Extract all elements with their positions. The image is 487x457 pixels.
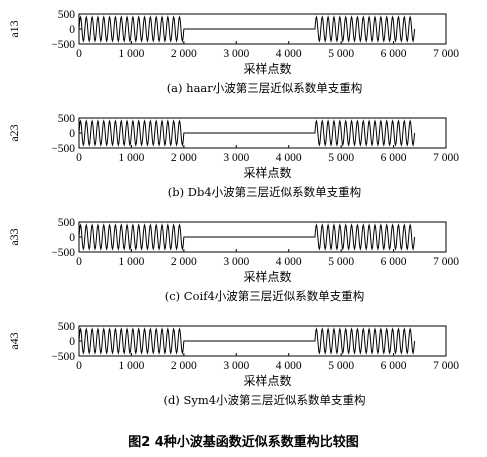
x-tick-label: 7 000 <box>433 256 459 268</box>
panel-caption: (c) Coif4小波第三层近似系数单支重构 <box>165 289 365 303</box>
x-tick-label: 4 000 <box>276 256 302 268</box>
waveform-line <box>78 119 416 147</box>
y-tick-label: −500 <box>51 143 75 155</box>
y-tick-label: −500 <box>51 247 75 259</box>
chart-panel-1: 0 1 000 2 000 3 000 4 000 5 000 6 000 7 000 500 0… <box>7 9 459 95</box>
chart-panel-3: 0 1 000 2 000 3 000 4 000 5 000 6 000 7 000 500 0… <box>7 217 459 303</box>
x-tick-label: 4 000 <box>276 48 302 60</box>
y-tick-label: −500 <box>51 351 75 363</box>
y-tick-label: 0 <box>69 24 75 36</box>
y-axis-label: a43 <box>7 332 21 349</box>
x-tick-label: 0 <box>76 48 82 60</box>
x-tick-label: 7 000 <box>433 48 459 60</box>
waveform-line <box>78 223 416 251</box>
x-axis-label: 采样点数 <box>243 269 291 284</box>
x-tick-label: 5 000 <box>328 48 354 60</box>
x-tick-label: 4 000 <box>276 152 302 164</box>
chart-panel-4: 0 1 000 2 000 3 000 4 000 5 000 6 000 7 000 500 0… <box>7 321 459 407</box>
y-tick-label: 500 <box>58 9 76 21</box>
x-tick-label: 7 000 <box>433 360 459 372</box>
x-tick-label: 5 000 <box>328 152 354 164</box>
x-tick-label: 2 000 <box>171 256 197 268</box>
x-tick-label: 0 <box>76 152 82 164</box>
x-axis-label: 采样点数 <box>243 373 291 388</box>
y-tick-label: 0 <box>69 336 75 348</box>
x-tick-label: 2 000 <box>171 360 197 372</box>
y-tick-label: 500 <box>58 217 76 229</box>
panel-caption: (a) haar小波第三层近似系数单支重构 <box>167 81 363 95</box>
x-tick-label: 5 000 <box>328 256 354 268</box>
y-tick-label: −500 <box>51 39 75 51</box>
waveform-line <box>78 15 416 43</box>
x-tick-label: 1 000 <box>118 48 144 60</box>
y-tick-label: 500 <box>58 321 76 333</box>
y-tick-label: 0 <box>69 128 75 140</box>
x-tick-label: 0 <box>76 256 82 268</box>
x-tick-label: 5 000 <box>328 360 354 372</box>
x-tick-label: 1 000 <box>118 256 144 268</box>
x-axis-label: 采样点数 <box>243 61 291 76</box>
series-waveform <box>78 15 416 43</box>
series-waveform <box>78 223 416 251</box>
panel-caption: (b) Db4小波第三层近似系数单支重构 <box>168 185 361 199</box>
x-tick-label: 3 000 <box>223 256 249 268</box>
x-tick-label: 3 000 <box>223 152 249 164</box>
x-tick-label: 3 000 <box>223 48 249 60</box>
x-tick-label: 7 000 <box>433 152 459 164</box>
series-waveform <box>78 119 416 147</box>
x-tick-label: 2 000 <box>171 152 197 164</box>
x-tick-label: 6 000 <box>381 360 407 372</box>
series-waveform <box>78 327 416 355</box>
x-tick-label: 0 <box>76 360 82 372</box>
panel-caption: (d) Sym4小波第三层近似系数单支重构 <box>163 393 365 407</box>
x-tick-label: 4 000 <box>276 360 302 372</box>
x-tick-label: 6 000 <box>381 48 407 60</box>
y-axis-label: a13 <box>7 20 21 37</box>
x-tick-label: 1 000 <box>118 360 144 372</box>
y-axis-label: a23 <box>7 124 21 141</box>
figure-title: 图2 4种小波基函数近似系数重构比较图 <box>128 434 359 450</box>
y-tick-label: 0 <box>69 232 75 244</box>
y-tick-label: 500 <box>58 113 76 125</box>
x-axis-label: 采样点数 <box>243 165 291 180</box>
chart-panel-2: 0 1 000 2 000 3 000 4 000 5 000 6 000 7 000 500 0… <box>7 113 459 199</box>
x-tick-label: 6 000 <box>381 152 407 164</box>
x-tick-label: 6 000 <box>381 256 407 268</box>
x-tick-label: 2 000 <box>171 48 197 60</box>
x-tick-label: 1 000 <box>118 152 144 164</box>
x-tick-label: 3 000 <box>223 360 249 372</box>
y-axis-label: a33 <box>7 228 21 245</box>
waveform-line <box>78 327 416 355</box>
